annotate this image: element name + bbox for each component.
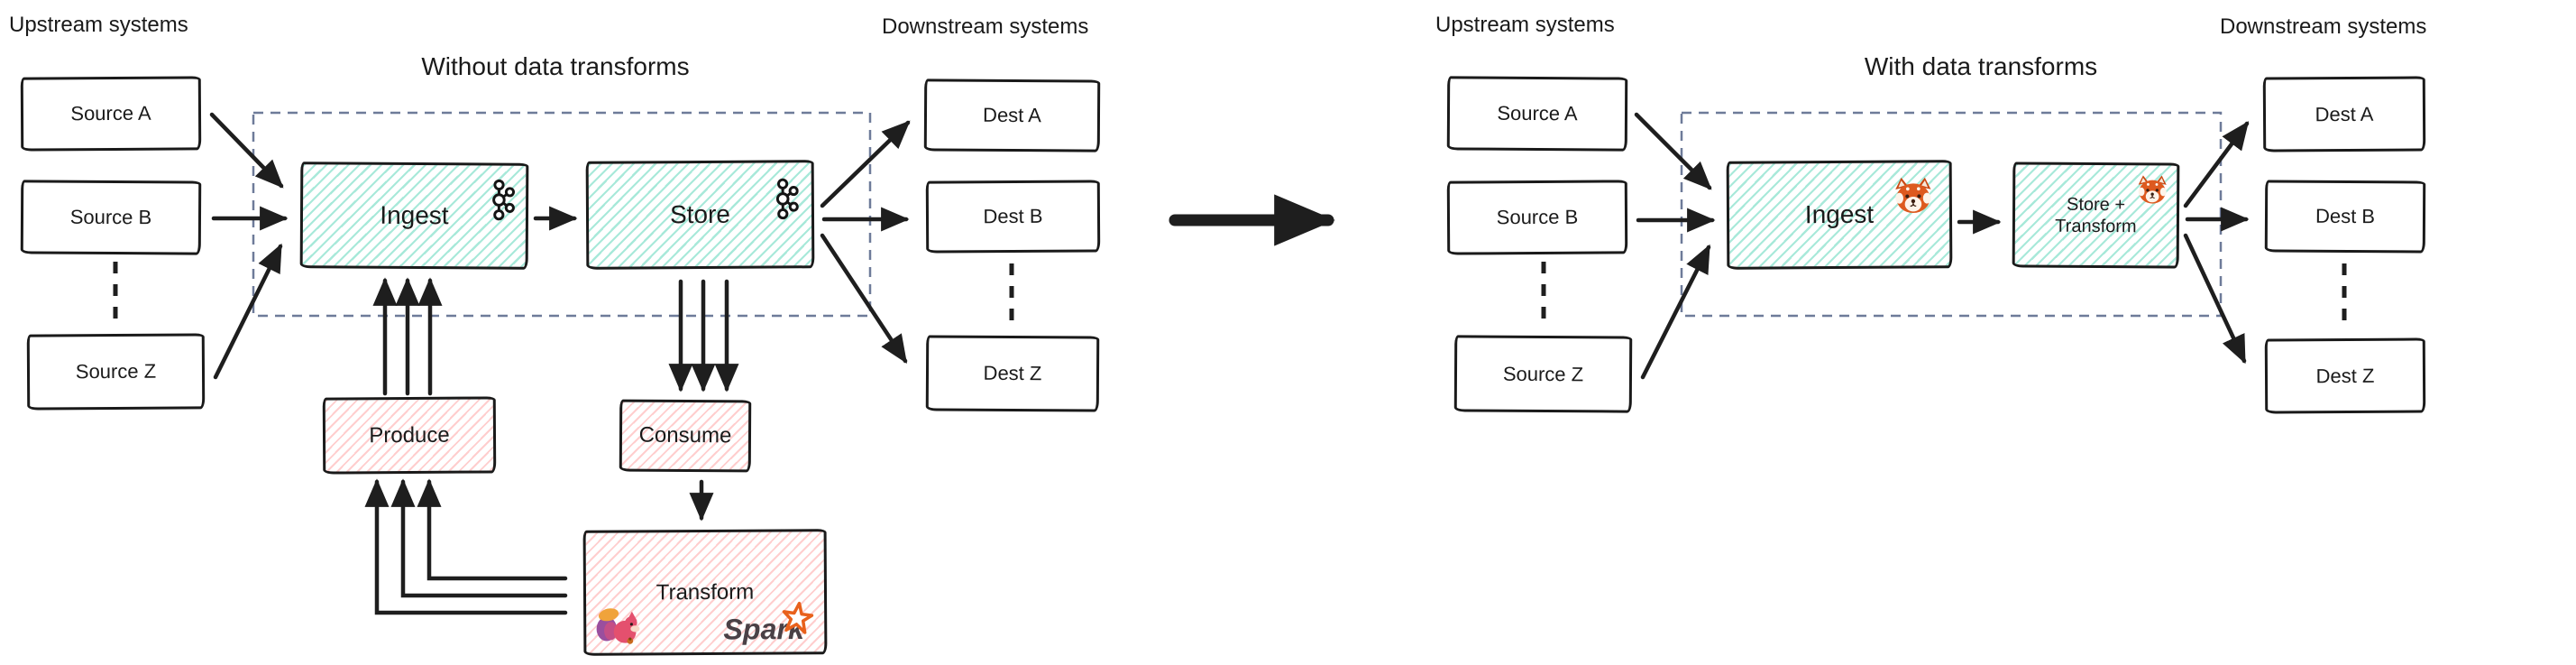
- kafka-icon: [775, 178, 799, 220]
- left-dest-a-label: Dest A: [983, 103, 1041, 127]
- arrow-left-sourcea-ingest: [209, 112, 284, 189]
- left-produce-box: Produce: [322, 396, 497, 475]
- flink-squirrel-icon: [596, 608, 640, 644]
- left-source-b-box: Source B: [20, 180, 202, 255]
- left-ingest-box: Ingest: [299, 162, 529, 270]
- left-consume-label: Consume: [638, 422, 732, 448]
- spark-logo: Spark: [723, 601, 814, 645]
- right-dest-b-box: Dest B: [2264, 180, 2426, 254]
- arrow-right-sourcea-ingest: [1634, 112, 1712, 190]
- left-dest-b-label: Dest B: [983, 204, 1043, 228]
- left-upstream-label: Upstream systems: [9, 13, 188, 37]
- right-dest-z-label: Dest Z: [2315, 364, 2375, 387]
- right-downstream-label: Downstream systems: [2220, 14, 2427, 39]
- right-store-transform-line2: Transform: [2055, 216, 2137, 236]
- left-dest-a-box: Dest A: [923, 79, 1101, 152]
- right-dest-z-box: Dest Z: [2264, 337, 2426, 414]
- right-source-a-label: Source A: [1497, 101, 1578, 125]
- left-produce-label: Produce: [369, 422, 450, 448]
- right-source-b-label: Source B: [1496, 205, 1579, 229]
- left-consume-box: Consume: [619, 399, 752, 473]
- left-dest-b-box: Dest B: [925, 180, 1101, 254]
- redpanda-icon: [2138, 175, 2167, 204]
- redpanda-icon: [1895, 177, 1931, 214]
- right-upstream-label: Upstream systems: [1435, 13, 1615, 37]
- right-dest-b-label: Dest B: [2315, 204, 2376, 228]
- right-title: With data transforms: [1864, 52, 2098, 80]
- left-source-a-label: Source A: [70, 101, 151, 125]
- right-ingest-label: Ingest: [1804, 199, 1875, 229]
- arrow-right-storetransform-desta: [2183, 121, 2250, 208]
- arrow-left-store-desta: [820, 120, 911, 208]
- left-ingest-label: Ingest: [380, 200, 449, 230]
- left-downstream-label: Downstream systems: [882, 14, 1089, 39]
- left-source-b-label: Source B: [69, 205, 152, 229]
- arrow-right-sourcez-ingest: [1640, 244, 1711, 380]
- arrow-left-transform-produce-3: [417, 478, 568, 581]
- arrow-left-transform-produce-1: [364, 478, 568, 615]
- right-source-z-box: Source Z: [1453, 335, 1633, 413]
- right-source-a-box: Source A: [1446, 76, 1628, 152]
- left-dest-z-box: Dest Z: [925, 335, 1100, 412]
- left-source-z-label: Source Z: [75, 359, 157, 383]
- arrow-left-transform-produce-2: [390, 478, 568, 598]
- pipeline-region-right: [1680, 111, 2223, 318]
- left-store-label: Store: [669, 199, 731, 229]
- right-source-b-box: Source B: [1446, 180, 1628, 255]
- arrow-left-sourcez-ingest: [213, 243, 283, 380]
- arrow-right-storetransform-destz: [2183, 233, 2247, 365]
- right-dest-a-box: Dest A: [2262, 76, 2426, 152]
- left-store-box: Store: [585, 160, 815, 270]
- left-source-a-box: Source A: [20, 76, 202, 152]
- kafka-icon: [492, 179, 516, 221]
- left-dest-z-label: Dest Z: [983, 361, 1042, 385]
- right-ingest-box: Ingest: [1726, 160, 1953, 270]
- right-store-transform-label: Store + Transform: [2055, 193, 2137, 237]
- left-source-z-box: Source Z: [26, 333, 206, 411]
- arrow-left-store-destz: [820, 233, 908, 365]
- right-dest-a-label: Dest A: [2315, 102, 2374, 125]
- right-store-transform-box: Store + Transform: [2012, 162, 2180, 269]
- left-transform-box: Transform Spark: [582, 529, 828, 656]
- left-title: Without data transforms: [421, 52, 690, 80]
- pipeline-region-left: [252, 111, 872, 318]
- right-source-z-label: Source Z: [1502, 362, 1584, 385]
- right-store-transform-line1: Store +: [2066, 194, 2126, 215]
